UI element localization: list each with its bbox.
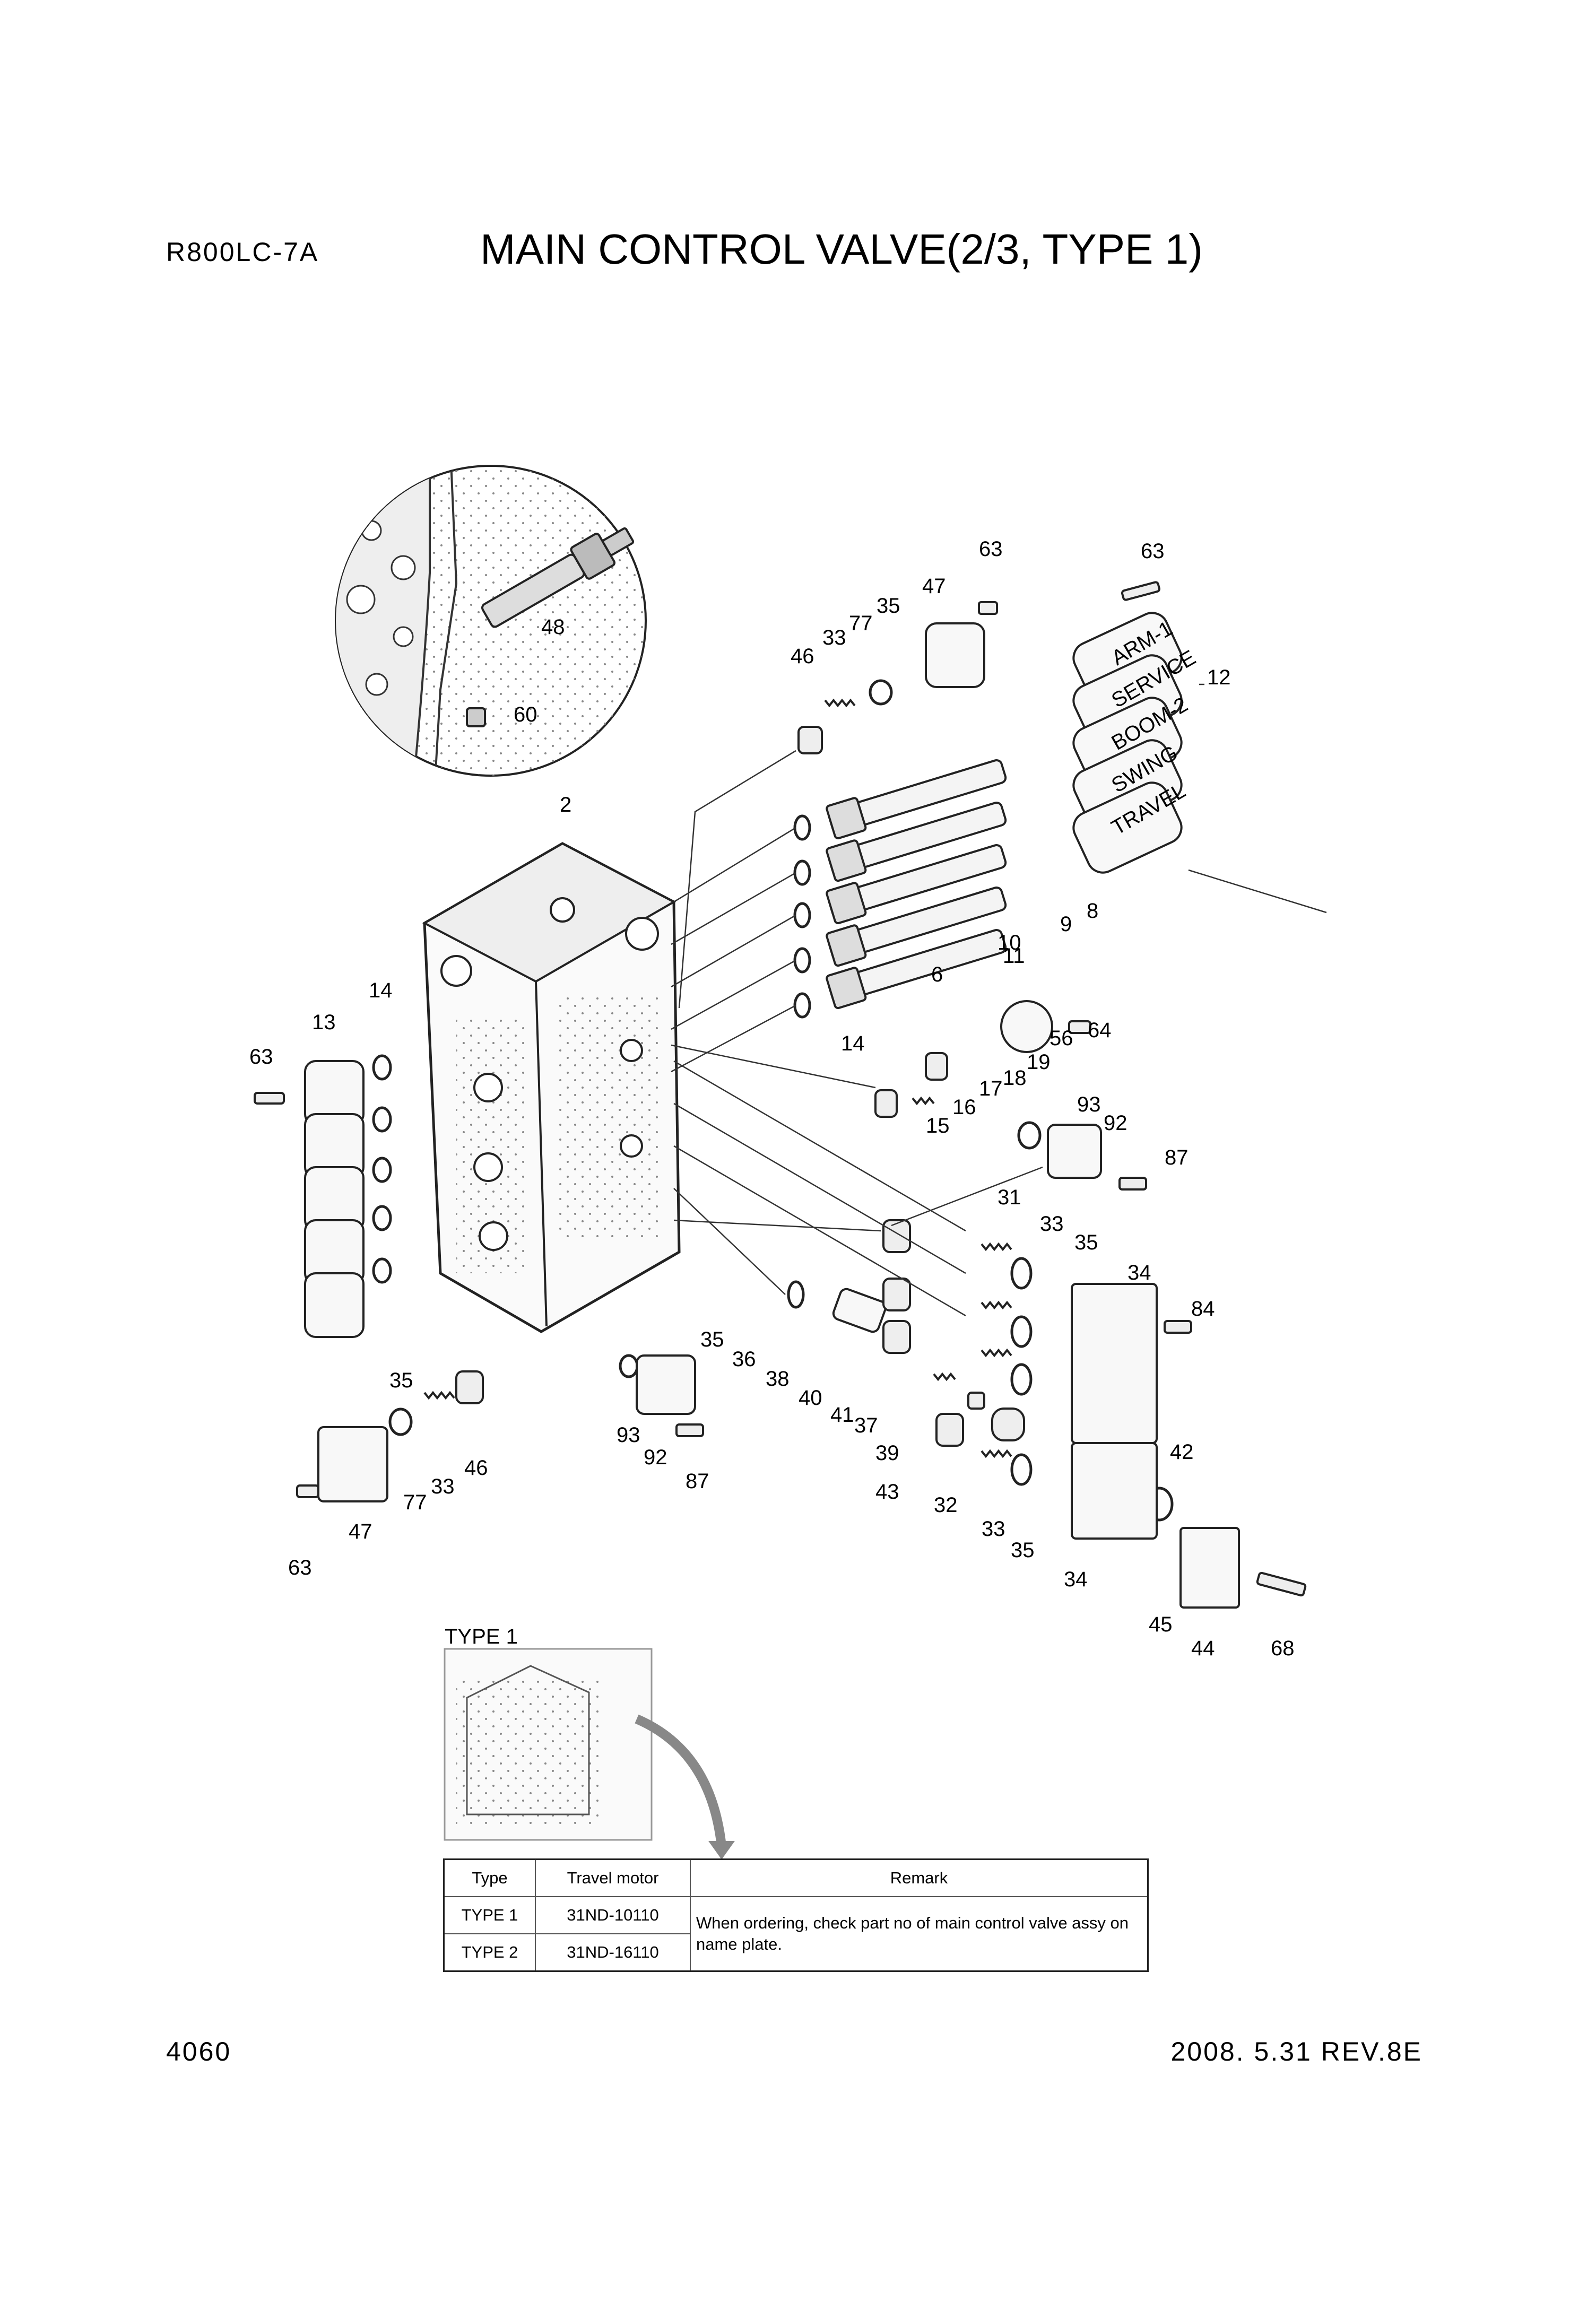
springs — [423, 698, 1012, 1458]
table-header-row: Type Travel motor Remark — [443, 1858, 1149, 1897]
callout: 40 — [799, 1386, 822, 1410]
cell-travel-motor: 31ND-10110 — [535, 1896, 691, 1934]
callout: 35 — [389, 1369, 413, 1392]
leader-lines — [671, 683, 1327, 1317]
callout: 18 — [1003, 1066, 1027, 1090]
callout: 15 — [926, 1114, 950, 1137]
callout: 17 — [979, 1077, 1003, 1100]
callout: 10 — [998, 931, 1021, 954]
left-cap-stack — [304, 1060, 365, 1338]
small-parts — [254, 581, 1307, 1597]
page-number: 4060 — [166, 2037, 232, 2066]
callout: 46 — [464, 1456, 488, 1480]
cover-blocks — [317, 622, 1240, 1609]
callout: 39 — [875, 1441, 899, 1465]
callout: 33 — [982, 1517, 1005, 1541]
col-header-travel-motor: Travel motor — [535, 1858, 691, 1897]
col-header-type: Type — [443, 1858, 536, 1897]
model-number: R800LC-7A — [166, 237, 319, 267]
detail-zoom-circle — [335, 465, 647, 777]
o-ring-group — [372, 679, 1174, 1522]
spool-group — [826, 759, 1007, 1010]
page-title: MAIN CONTROL VALVE(2/3, TYPE 1) — [480, 225, 1203, 273]
type1-inset: TYPE 1 — [444, 1625, 735, 1860]
callout: 56 — [1049, 1027, 1073, 1050]
callout: 14 — [369, 979, 393, 1002]
cell-type: TYPE 2 — [443, 1933, 536, 1972]
callout: 87 — [1165, 1146, 1189, 1169]
valve-body — [422, 842, 681, 1333]
callout: 43 — [875, 1480, 899, 1504]
callout: 60 — [514, 703, 537, 726]
callout: 11 — [1003, 944, 1025, 968]
callout: 8 — [1087, 899, 1098, 923]
callout: 38 — [766, 1367, 790, 1391]
callout: 31 — [998, 1186, 1021, 1209]
callout: 33 — [1040, 1212, 1064, 1236]
callout: 93 — [617, 1423, 640, 1447]
callout: 32 — [934, 1493, 958, 1517]
callout: 35 — [877, 594, 900, 618]
callout: 35 — [1011, 1539, 1035, 1562]
callout: 16 — [952, 1096, 976, 1119]
callout: 63 — [979, 537, 1003, 561]
callout: 92 — [644, 1446, 667, 1469]
callout: 36 — [732, 1348, 756, 1371]
table-row: TYPE 2 31ND-16110 — [443, 1933, 1148, 1972]
revision-date: 2008. 5.31 REV.8E — [1170, 2037, 1422, 2066]
callout: 2 — [560, 793, 571, 816]
inset-label: TYPE 1 — [445, 1625, 518, 1648]
table-row: TYPE 1 31ND-10110 When ordering, check p… — [443, 1896, 1149, 1972]
callout: 47 — [922, 575, 946, 598]
callout: 45 — [1149, 1613, 1173, 1636]
callout: 34 — [1127, 1261, 1151, 1284]
callout: 64 — [1088, 1019, 1112, 1042]
callout: 33 — [431, 1475, 455, 1498]
callout: 35 — [1074, 1231, 1098, 1254]
callout: 87 — [686, 1470, 709, 1493]
callout: 77 — [849, 612, 873, 635]
callout: 63 — [1141, 540, 1165, 563]
callout: 47 — [349, 1520, 372, 1543]
callout: 13 — [312, 1011, 336, 1034]
callout: 77 — [403, 1491, 427, 1514]
type-table: Type Travel motor Remark TYPE 1 31ND-101… — [443, 1858, 1149, 1972]
col-header-remark: Remark — [690, 1858, 1149, 1897]
callout: 63 — [288, 1556, 312, 1579]
callout: 42 — [1170, 1440, 1194, 1464]
callout: 14 — [841, 1032, 865, 1055]
callout: 6 — [931, 963, 943, 986]
cell-remark: When ordering, check part no of main con… — [690, 1896, 1149, 1972]
cell-type: TYPE 1 — [443, 1896, 536, 1934]
callout: 63 — [249, 1045, 273, 1068]
callout: 93 — [1077, 1093, 1101, 1116]
callout: 33 — [822, 626, 846, 649]
callout: 44 — [1191, 1637, 1215, 1660]
callout: 46 — [791, 645, 814, 668]
callout: 68 — [1271, 1637, 1295, 1660]
cell-travel-motor: 31ND-16110 — [535, 1933, 691, 1972]
callout: 84 — [1191, 1297, 1215, 1320]
callout: 34 — [1064, 1568, 1088, 1591]
callout: 12 — [1207, 666, 1231, 689]
callout: 9 — [1060, 913, 1072, 936]
callout: 41 — [830, 1403, 854, 1427]
callout: 19 — [1027, 1050, 1051, 1074]
spool-cap-stack — [1072, 612, 1183, 874]
callout: 92 — [1104, 1111, 1127, 1135]
callout-labels: 63 63 77 35 47 46 33 12 48 60 2 8 9 10 1… — [249, 537, 1295, 1660]
callout: 37 — [854, 1414, 878, 1437]
callout: 35 — [700, 1328, 724, 1351]
callout: 48 — [541, 615, 565, 639]
